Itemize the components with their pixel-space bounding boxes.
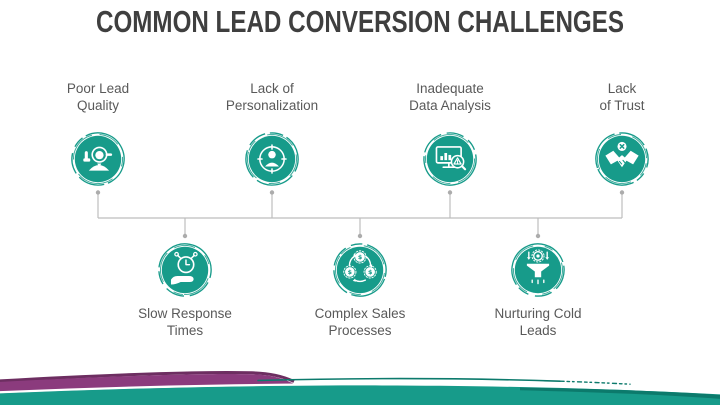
teal-badge <box>593 130 651 188</box>
challenge-item-slow-response-times: Slow Response Times <box>105 241 265 339</box>
broken-trust-handshake-icon <box>595 132 649 186</box>
label-line-2: Processes <box>328 323 392 338</box>
challenge-label: Poor Lead Quality <box>67 76 129 114</box>
challenge-label: Slow Response Times <box>138 305 232 339</box>
teal-badge <box>243 130 301 188</box>
slide-title: COMMON LEAD CONVERSION CHALLENGES <box>96 4 624 39</box>
label-line-2: Data Analysis <box>409 98 491 113</box>
teal-badge <box>69 130 127 188</box>
challenge-item-lack-of-personalization: Lack of Personalization <box>192 76 352 188</box>
sales-process-cycle-icon: $ $ $ <box>333 243 387 297</box>
teal-badge <box>509 241 567 299</box>
data-analysis-icon <box>423 132 477 186</box>
teal-badge <box>421 130 479 188</box>
challenge-label: Nurturing Cold Leads <box>494 305 581 339</box>
challenge-label: Complex Sales Processes <box>315 305 406 339</box>
label-line-2: Personalization <box>225 98 319 113</box>
label-line-1: Slow Response <box>138 306 232 321</box>
label-line-1: Complex Sales <box>314 306 406 321</box>
label-line-2: Times <box>166 323 204 338</box>
challenge-label: Inadequate Data Analysis <box>409 76 491 114</box>
label-line-1: Lack <box>607 81 637 96</box>
challenge-label: Lack of Trust <box>599 76 644 114</box>
challenge-item-complex-sales-processes: $ $ $ Complex Sales Processes <box>280 241 440 339</box>
label-line-1: Nurturing Cold <box>494 306 582 321</box>
teal-badge <box>156 241 214 299</box>
response-time-stopwatch-icon <box>158 243 212 297</box>
teal-badge: $ $ $ <box>331 241 389 299</box>
svg-text:$: $ <box>358 254 362 261</box>
svg-text:$: $ <box>348 269 352 276</box>
label-line-2: of Trust <box>599 98 645 113</box>
challenge-item-inadequate-data-analysis: Inadequate Data Analysis <box>370 76 530 188</box>
challenge-item-lack-of-trust: Lack of Trust <box>542 76 702 188</box>
label-line-1: Lack of <box>250 81 294 96</box>
personalization-target-icon <box>245 132 299 186</box>
teal-wave <box>0 377 720 405</box>
lead-funnel-icon <box>511 243 565 297</box>
challenge-label: Lack of Personalization <box>226 76 318 114</box>
lead-quality-icon <box>71 132 125 186</box>
challenge-item-poor-lead-quality: Poor Lead Quality <box>18 76 178 188</box>
challenge-item-nurturing-cold-leads: Nurturing Cold Leads <box>458 241 618 339</box>
purple-wave <box>0 371 295 405</box>
label-line-1: Poor Lead <box>66 81 130 96</box>
label-line-1: Inadequate <box>416 81 484 96</box>
svg-text:$: $ <box>368 269 372 276</box>
label-line-2: Quality <box>76 98 120 113</box>
label-line-2: Leads <box>519 323 557 338</box>
